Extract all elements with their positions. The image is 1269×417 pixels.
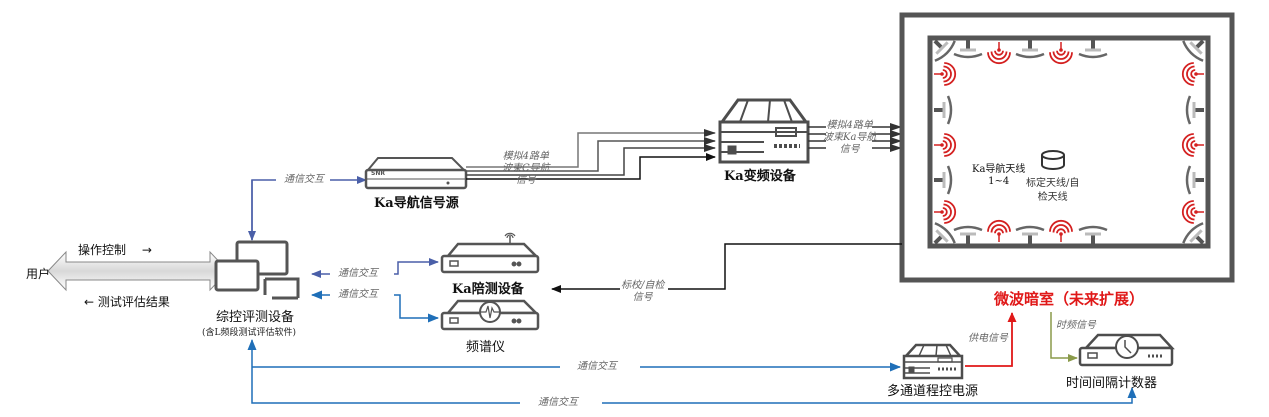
cal-antenna-label: 标定天线/自 检天线 (1026, 177, 1079, 205)
nav-antenna-line1: Ka导航天线 (972, 164, 1026, 175)
edge-time-signal (1050, 312, 1078, 362)
radiating-antenna-icon (987, 42, 1011, 65)
cal-antenna-line1: 标定天线/自 (1026, 178, 1080, 189)
comm-companion-label: 通信交互 (338, 268, 378, 279)
nav-antenna-label: Ka导航天线 1~4 (972, 164, 1025, 188)
spectrum-device (440, 299, 540, 331)
controller-subtitle: (含L频段测试评估软件) (202, 328, 296, 338)
comm-spectrum-label: 通信交互 (338, 289, 378, 300)
c-band-line2: 波束C导航 (502, 163, 550, 174)
radiating-antenna-icon (1049, 42, 1073, 65)
power-signal-label: 供电信号 (968, 333, 1008, 344)
edge-comm-power (247, 339, 901, 372)
dish-antenna-icon (1015, 40, 1045, 59)
radiating-antenna-icon (1181, 133, 1204, 157)
result-arrow: ← (84, 295, 95, 309)
dish-antenna-icon (1078, 225, 1108, 244)
ka-band-line1: 模拟4路单 (826, 120, 873, 131)
radiating-antenna-icon (934, 200, 957, 224)
result-text: 测试评估结果 (97, 295, 170, 309)
controller-title: 综控评测设备 (216, 310, 295, 325)
c-band-line1: 模拟4路单 (502, 151, 550, 162)
companion-device (440, 232, 540, 274)
cal-antenna-line2: 检天线 (1037, 192, 1068, 203)
edge-power-signal (965, 312, 1017, 367)
result-label: ← 测试评估结果 (84, 293, 170, 310)
dish-antenna-icon (934, 165, 953, 195)
ka-band-line3: 信号 (839, 144, 860, 155)
dish-antenna-icon (1185, 165, 1204, 195)
c-band-signal-lines (466, 129, 716, 180)
c-band-line3: 信号 (515, 175, 536, 186)
calibration-label: 标校/自检 信号 (621, 280, 664, 304)
radiating-antenna-icon (987, 219, 1011, 242)
dish-antenna-icon (933, 39, 956, 62)
radiating-antenna-icon (1181, 200, 1204, 224)
dish-antenna-icon (934, 95, 953, 125)
cal-line1: 标校/自检 (621, 280, 665, 291)
dish-antenna-icon (1182, 222, 1205, 245)
radiating-antenna-icon (1181, 62, 1204, 86)
op-control-label: 操作控制 → (78, 241, 152, 258)
edge-comm-to-source (248, 176, 367, 241)
chamber-antennas (933, 39, 1205, 245)
chamber-title: 微波暗室（未来扩展） (994, 290, 1145, 308)
comm-counter-label: 通信交互 (538, 397, 578, 408)
dish-antenna-icon (953, 40, 983, 59)
dish-antenna-icon (1078, 40, 1108, 59)
radiating-antenna-icon (1049, 219, 1073, 242)
ka-band-signal-lines (808, 123, 902, 152)
power-supply-device (902, 343, 964, 380)
nav-antenna-line2: 1~4 (988, 176, 1010, 187)
cal-line2: 信号 (632, 292, 653, 303)
radiating-antenna-icon (934, 62, 957, 86)
comm-to-source-label: 通信交互 (284, 174, 324, 185)
freq-converter-device (718, 98, 810, 164)
counter-title: 时间间隔计数器 (1066, 376, 1158, 391)
comm-power-label: 通信交互 (577, 361, 617, 372)
op-control-text: 操作控制 (78, 243, 127, 257)
power-supply-title: 多通道程控电源 (887, 384, 979, 399)
edge-calibration (551, 243, 902, 293)
dish-antenna-icon (1015, 225, 1045, 244)
freq-converter-title: Ka变频设备 (724, 169, 796, 184)
radiating-antenna-icon (934, 133, 957, 157)
cal-antenna-icon (1041, 150, 1065, 170)
dish-antenna-icon (953, 225, 983, 244)
dish-antenna-icon (933, 222, 956, 245)
c-band-label: 模拟4路单 波束C导航 信号 (502, 151, 550, 187)
dish-antenna-icon (1182, 39, 1205, 62)
snr-badge: SNR (371, 170, 385, 177)
edge-comm-counter (251, 365, 1137, 404)
edge-comm-spectrum (311, 290, 439, 323)
spectrum-title: 频谱仪 (466, 340, 506, 355)
dish-antenna-icon (1185, 95, 1204, 125)
counter-device (1078, 333, 1175, 367)
signal-source-title: Ka导航信号源 (374, 196, 459, 211)
time-signal-label: 时频信号 (1056, 320, 1096, 331)
companion-title: Ka陪测设备 (452, 282, 524, 297)
controller-icon (214, 240, 300, 300)
ka-band-label: 模拟4路单 波束Ka导航 信号 (823, 120, 876, 156)
user-label: 用户 (26, 267, 51, 281)
edge-comm-companion (311, 258, 439, 278)
op-control-arrow: → (141, 243, 152, 257)
ka-band-line2: 波束Ka导航 (823, 132, 877, 143)
microwave-chamber (899, 12, 1235, 283)
